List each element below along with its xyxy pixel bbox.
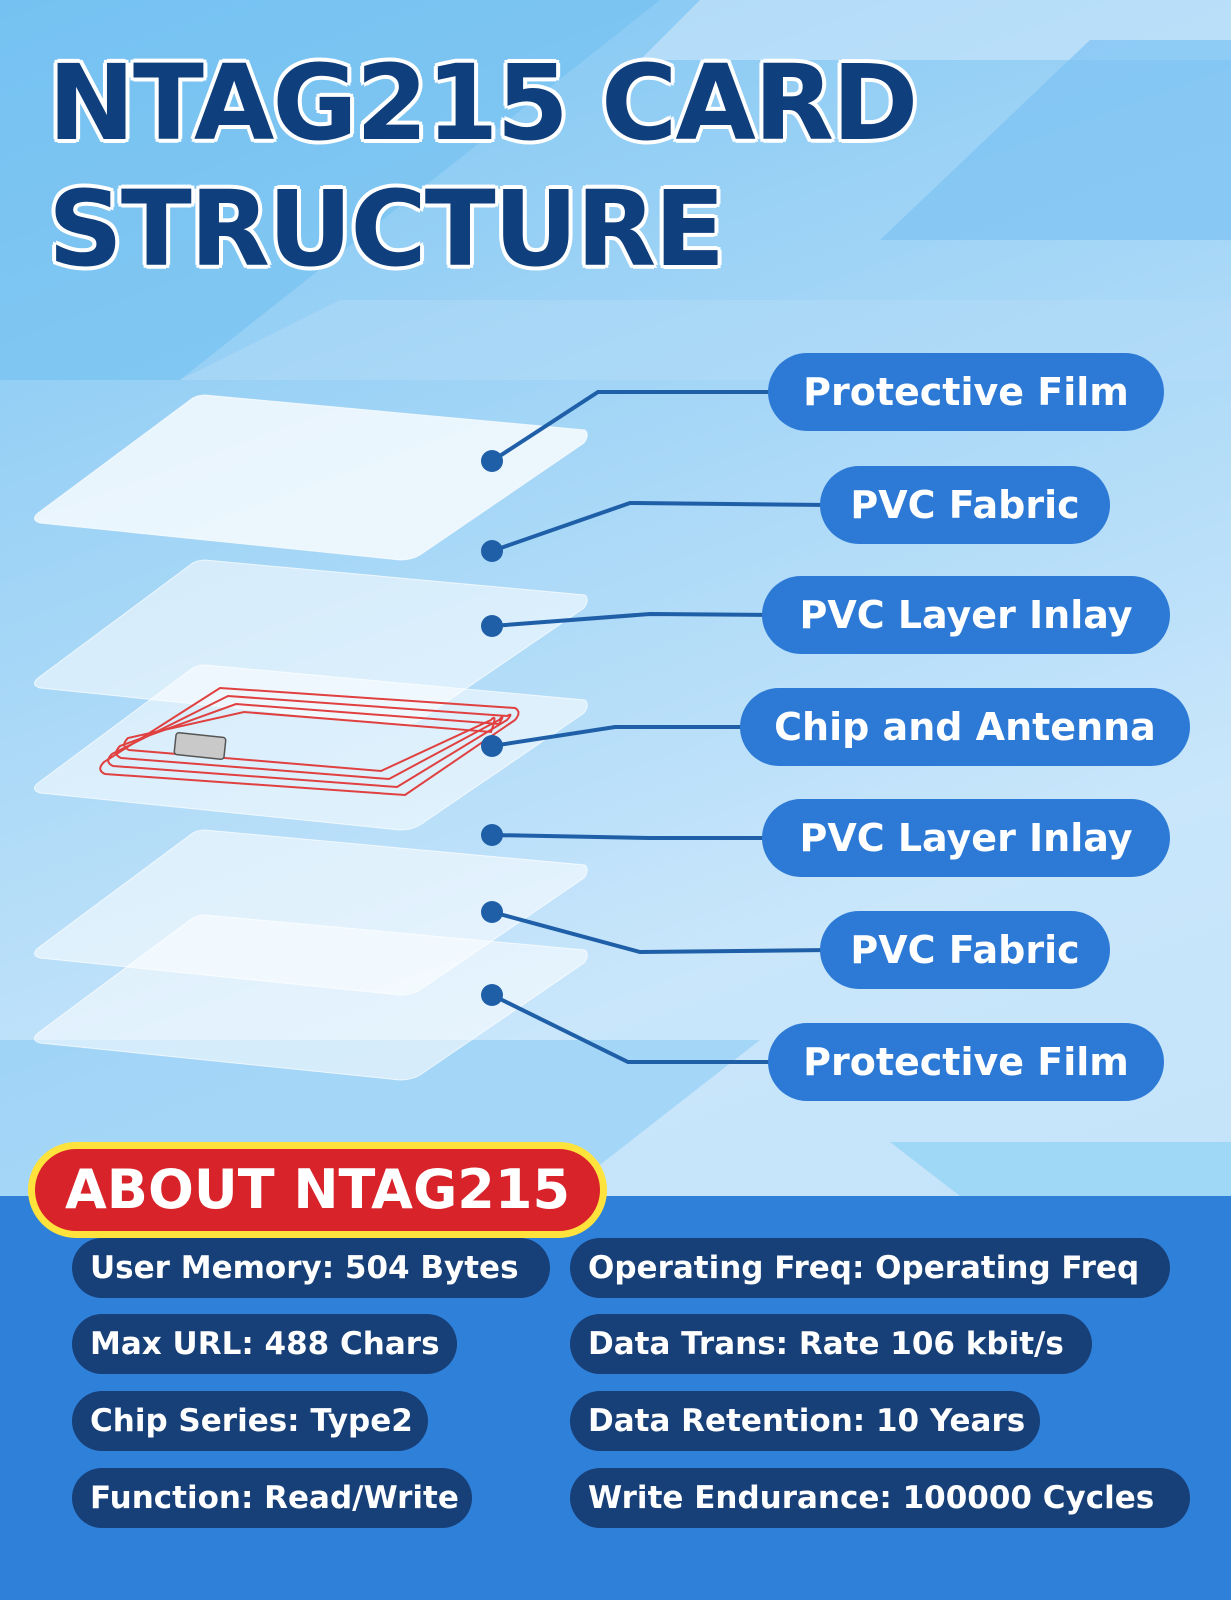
spec-item: Max URL: 488 Chars — [72, 1314, 457, 1374]
connector-line — [491, 993, 778, 1064]
connector-dot — [481, 824, 503, 846]
connector-dot — [481, 540, 503, 562]
card-layer-sheet — [34, 914, 588, 1081]
card-layers — [34, 394, 588, 1081]
spec-item: Function: Read/Write — [72, 1468, 472, 1528]
connector-line — [491, 500, 831, 553]
antenna-loop — [107, 694, 512, 789]
layer-label: PVC Fabric — [820, 466, 1110, 544]
spec-item: Operating Freq: Operating Freq — [570, 1238, 1170, 1298]
connector-dot — [481, 735, 503, 757]
spec-item: Write Endurance: 100000 Cycles — [570, 1468, 1190, 1528]
spec-item: User Memory: 504 Bytes — [72, 1238, 550, 1298]
connector-line — [491, 611, 773, 628]
connector-dot — [481, 984, 503, 1006]
chip-icon — [173, 731, 227, 761]
layer-label: Protective Film — [768, 353, 1164, 431]
connector-lines — [481, 390, 831, 1064]
page-title: NTAG215 CARD STRUCTURE — [48, 40, 918, 292]
spec-item: Chip Series: Type2 — [72, 1391, 428, 1451]
connector-dot — [481, 901, 503, 923]
layer-label: Chip and Antenna — [740, 688, 1190, 766]
layer-label: Protective Film — [768, 1023, 1164, 1101]
connector-line — [490, 390, 778, 463]
card-layer-sheet — [34, 394, 588, 561]
connector-line — [491, 910, 831, 955]
layer-label: PVC Fabric — [820, 911, 1110, 989]
card-layer-diagram — [34, 390, 831, 1081]
antenna-loop — [99, 686, 520, 797]
connector-line — [491, 833, 772, 840]
layer-label: PVC Layer Inlay — [762, 576, 1170, 654]
card-layer-sheet — [34, 664, 588, 831]
connector-dot — [481, 450, 503, 472]
antenna-loop — [123, 710, 496, 773]
title-line-1: NTAG215 CARD — [48, 42, 918, 164]
connector-line — [491, 725, 750, 748]
connector-dot — [481, 615, 503, 637]
spec-item: Data Retention: 10 Years — [570, 1391, 1040, 1451]
about-heading-badge: ABOUT NTAG215 — [28, 1142, 608, 1238]
antenna-loop — [115, 702, 504, 781]
spec-item: Data Trans: Rate 106 kbit/s — [570, 1314, 1092, 1374]
layer-label: PVC Layer Inlay — [762, 799, 1170, 877]
antenna-coil — [99, 686, 520, 797]
title-line-2: STRUCTURE — [48, 168, 725, 290]
